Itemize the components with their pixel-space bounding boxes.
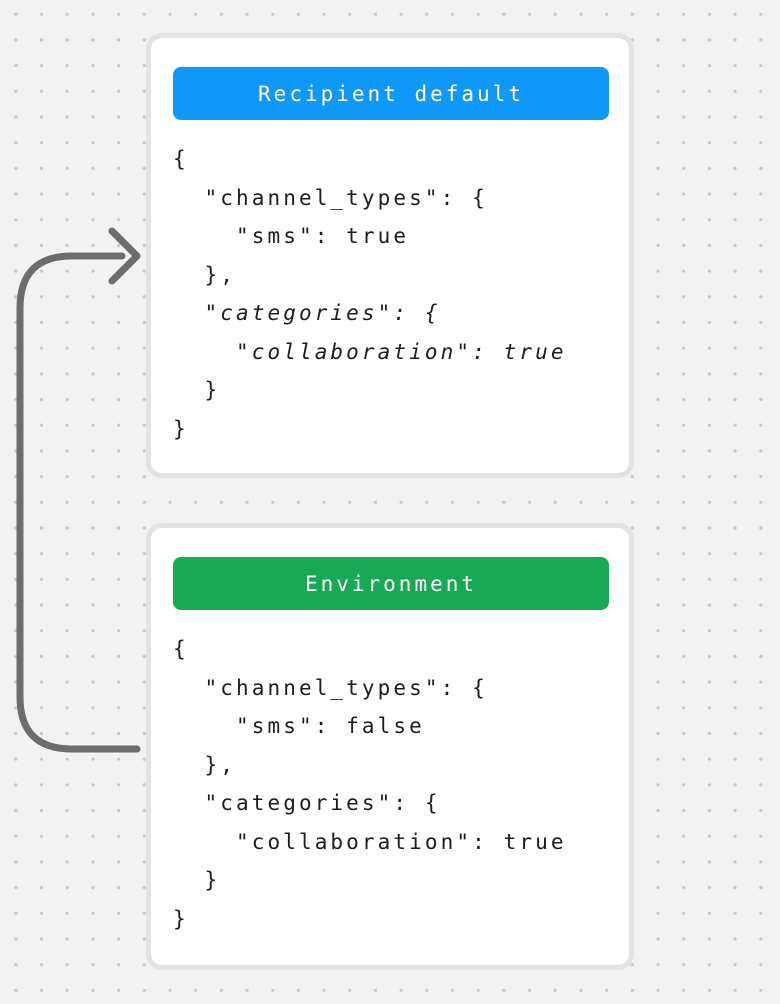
flow-arrow-line [16,252,141,753]
code-line: "collaboration": true [173,829,567,854]
code-line: }, [173,752,236,777]
code-line: { [173,637,189,661]
code-line: { [173,147,189,171]
code-line: "categories": { [173,791,441,815]
code-line: } [173,868,221,892]
code-line: "sms": true [173,224,410,248]
code-line: } [173,416,189,441]
recipient-default-header: Recipient default [173,67,609,120]
card-recipient-default: Recipient default { "channel_types": { "… [146,33,634,478]
recipient-default-code-block: { "channel_types": { "sms": true }, "cat… [173,140,629,448]
code-line: } [173,378,221,402]
card-environment: Environment { "channel_types": { "sms": … [146,523,634,970]
code-line: }, [173,262,236,287]
code-line: "channel_types": { [173,185,488,210]
code-line-emphasized: "collaboration": true [173,339,567,364]
environment-header: Environment [173,557,609,610]
code-line: } [173,906,189,931]
environment-code-block: { "channel_types": { "sms": false }, "ca… [173,630,629,938]
code-line-emphasized: "categories": { [173,301,441,325]
code-line: "channel_types": { [173,675,488,700]
code-line: "sms": false [173,714,425,738]
flow-arrow-head [108,227,141,285]
